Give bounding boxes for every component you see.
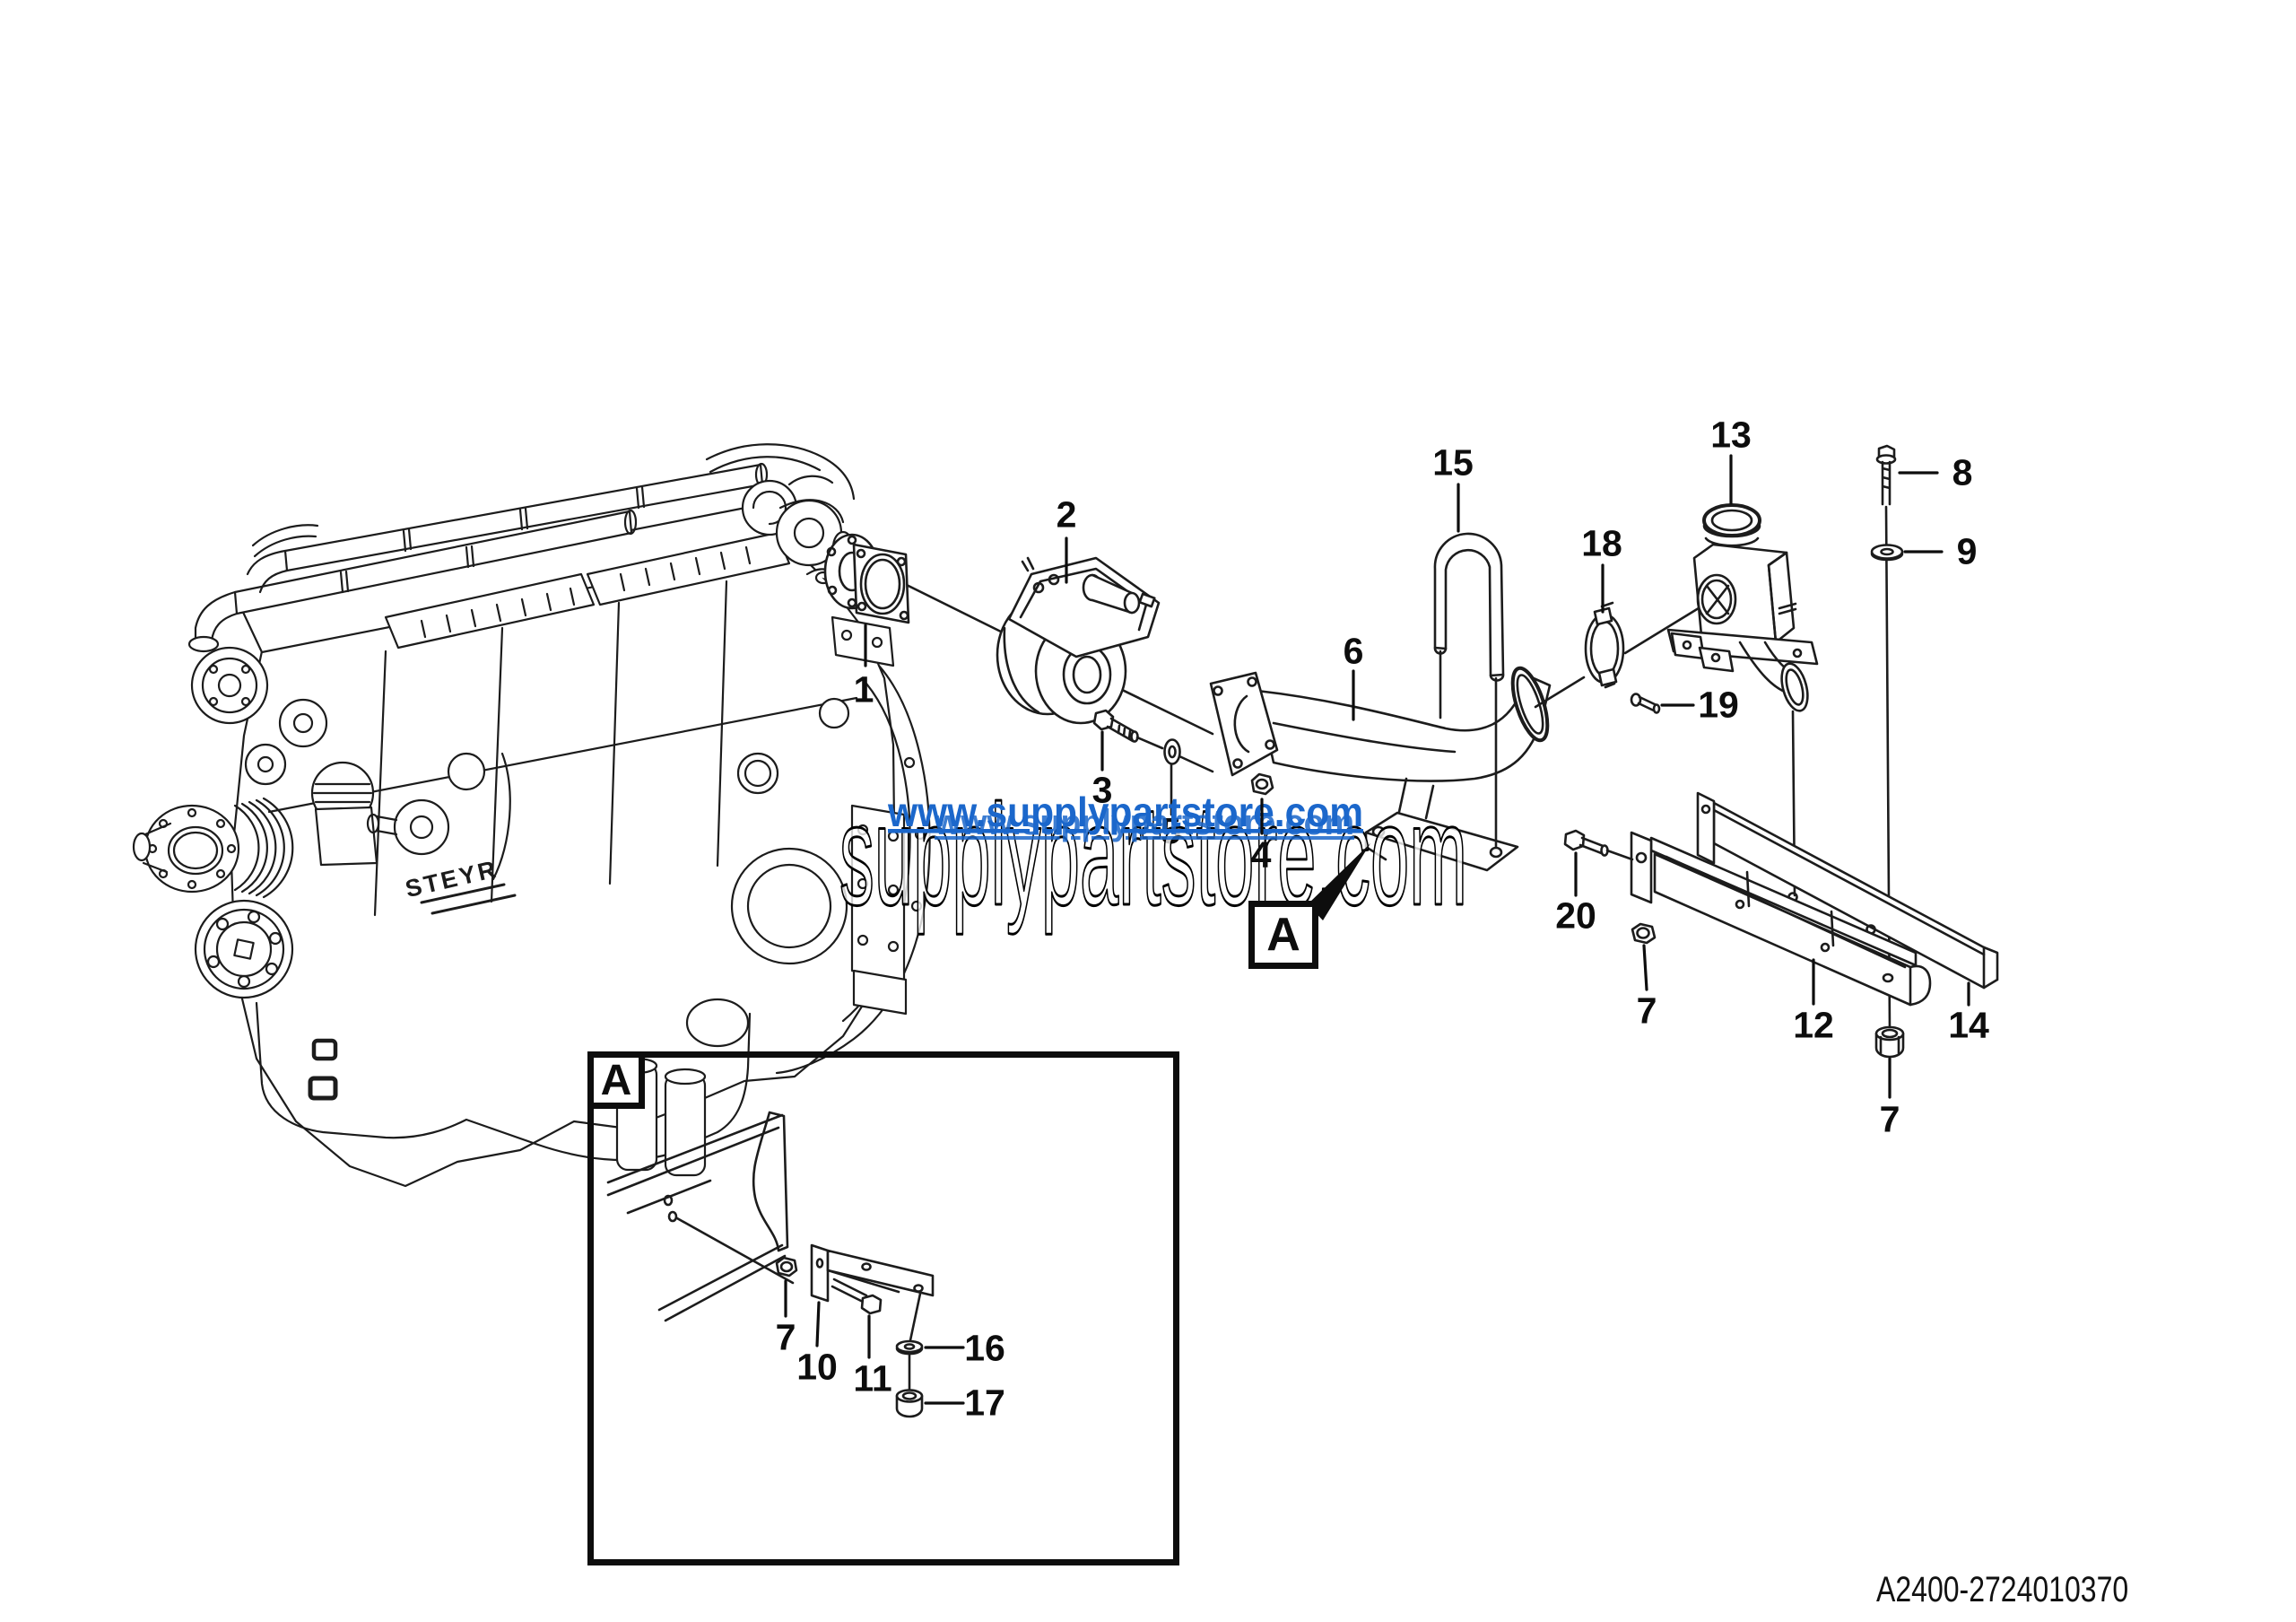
part-14-rail [1696, 791, 1999, 990]
ref-marker-a: A [1248, 901, 1318, 969]
callout-11: 11 [853, 1357, 892, 1400]
callout-1: 1 [853, 668, 874, 711]
part-2-mount-assembly [996, 556, 1161, 725]
part-9-washer [1870, 544, 1904, 562]
watermark-url-text: www.supplypartstore.com [887, 789, 1363, 835]
exploded-parts: 5 [606, 444, 1999, 1418]
engine-illustration: STEYR [132, 443, 931, 1188]
detail-view-a-title: A [587, 1051, 645, 1109]
callout-9: 9 [1956, 530, 1978, 572]
part-7-nut-lower [1874, 1025, 1905, 1059]
detail-view-a-box: A [587, 1051, 1179, 1565]
callout-3: 3 [1091, 769, 1113, 811]
callout-13: 13 [1710, 414, 1752, 456]
pipe-bracket [1364, 811, 1519, 872]
callout-19: 19 [1698, 684, 1739, 726]
leader-7-upper [1642, 944, 1648, 991]
part-20-bolt [1563, 829, 1634, 861]
callout-10: 10 [796, 1346, 838, 1388]
callout-17: 17 [964, 1382, 1005, 1424]
part-19-screw [1630, 693, 1661, 714]
callout-8: 8 [1952, 451, 1973, 493]
callout-7: 7 [775, 1316, 796, 1358]
watermark-outline-text: supplypartstore.com [839, 774, 1467, 935]
callout-7: 7 [1636, 990, 1657, 1032]
callout-20: 20 [1555, 894, 1596, 937]
callout-15: 15 [1432, 441, 1474, 484]
part-12-channel [1630, 831, 1932, 1007]
watermarks: supplypartstore.com www.supplypartstore.… [839, 773, 1469, 937]
callout-14: 14 [1948, 1004, 1989, 1046]
part-6-flange [1209, 671, 1279, 777]
part-3-bolt [1092, 709, 1164, 750]
leader-10 [815, 1301, 821, 1347]
callout-5: 5 [1161, 810, 1181, 851]
callout-12: 12 [1793, 1004, 1834, 1046]
drawing-number: A2400-2724010370 [1876, 1570, 2129, 1609]
part-5-washer [1163, 738, 1214, 816]
part-7-nut-upper [1631, 922, 1657, 945]
part-1-flange [823, 533, 910, 624]
callout-16: 16 [964, 1327, 1005, 1369]
part-4-nut [1250, 772, 1274, 796]
callout-2: 2 [1056, 493, 1077, 536]
ref-marker-arrow [1308, 843, 1370, 920]
callout-18: 18 [1581, 522, 1622, 564]
callout-4: 4 [1250, 833, 1272, 876]
callout-6: 6 [1343, 630, 1364, 672]
part-18-clamp [1584, 601, 1625, 689]
callout-7: 7 [1879, 1098, 1900, 1140]
detail-view-a-drawing [606, 1111, 935, 1418]
part-13-outlet-elbow [1666, 503, 1819, 897]
watermark-url-text-echo: www.supplypartstore.com [934, 803, 1354, 842]
part-15-u-bolt [1433, 532, 1505, 849]
part-6-pipe [1209, 666, 1552, 872]
